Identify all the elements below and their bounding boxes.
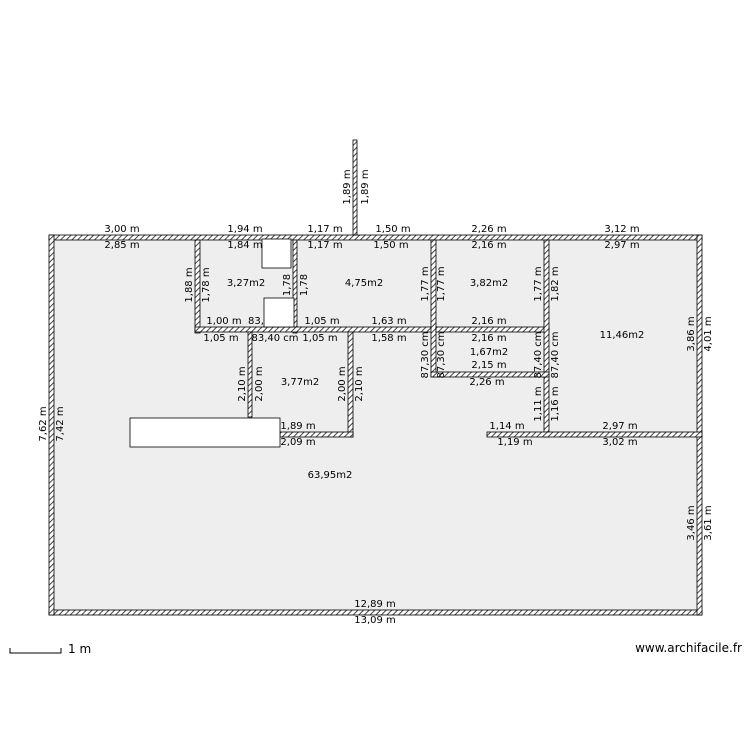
- wall-rooms-bottom: [194, 326, 438, 333]
- dim-right-bot-out: 3,61 m: [703, 505, 714, 540]
- dim-right-top-out: 4,01 m: [703, 316, 714, 351]
- dim-r1-left-in: 1,78 m: [201, 267, 212, 302]
- dim-bed-bottom-out2: 3,02 m: [602, 437, 637, 448]
- dim-cor-bottom-in: 1,89 m: [280, 421, 315, 432]
- wall-corridor-left: [247, 331, 253, 418]
- dim-top-seg3-out: 1,17 m: [307, 224, 342, 235]
- walls: [48, 139, 703, 616]
- wall-room1-left: [194, 239, 201, 334]
- area-room3: 3,82m2: [470, 278, 508, 289]
- dim-r1-right-b: 1,78: [299, 274, 310, 296]
- dim-r1-bottom-in: 1,00 m: [206, 316, 241, 327]
- dim-bed-bottom-in2: 2,97 m: [602, 421, 637, 432]
- dim-bottom-out: 13,09 m: [354, 615, 396, 626]
- scale-label: 1 m: [68, 642, 92, 656]
- dim-r2-right-b: 1,77 m: [436, 266, 447, 301]
- dim-r1-bottom-out: 1,05 m: [203, 333, 238, 344]
- dim-cor-right-a: 2,00 m: [337, 366, 348, 401]
- dim-83-40: 83,40 cm: [251, 333, 298, 344]
- dim-left-in: 7,42 m: [55, 406, 66, 441]
- dim-r2-bottom-in: 1,05 m: [304, 316, 339, 327]
- area-corridor: 3,77m2: [281, 377, 319, 388]
- dim-cor-left-b: 2,00 m: [254, 366, 265, 401]
- dim-r2-bottom-out2: 1,58 m: [371, 333, 406, 344]
- scale-bar: [9, 648, 62, 654]
- dim-small-bottom-in: 2,15 m: [471, 360, 506, 371]
- dim-r2-bottom-in2: 1,63 m: [371, 316, 406, 327]
- dim-right-bot-in: 3,46 m: [686, 505, 697, 540]
- dim-r2-bottom-out1: 1,05 m: [302, 333, 337, 344]
- dim-top-seg2-out: 1,94 m: [227, 224, 262, 235]
- wall-room3-right: [543, 239, 550, 438]
- dim-bed-bottom-out1: 1,19 m: [497, 437, 532, 448]
- area-small: 1,67m2: [470, 347, 508, 358]
- dim-r1-bottom-mid: 83,: [248, 316, 264, 327]
- dim-small-left-a: 87,30 cm: [420, 331, 431, 378]
- area-room1: 3,27m2: [227, 278, 265, 289]
- dim-top-seg1-in: 2,85 m: [104, 240, 139, 251]
- wall-room1-right: [292, 239, 298, 334]
- dim-r3-bottom: 2,16 m: [471, 316, 506, 327]
- dim-top-seg2-in: 1,84 m: [227, 240, 262, 251]
- dim-right-top-in: 3,86 m: [686, 316, 697, 351]
- dim-top-seg4-in: 1,50 m: [373, 240, 408, 251]
- dim-bed-bottom-in1: 1,14 m: [489, 421, 524, 432]
- dim-small-bottom-out: 2,26 m: [469, 377, 504, 388]
- area-bedroom: 11,46m2: [600, 330, 645, 341]
- fixture-box-upper: [261, 238, 292, 269]
- area-main: 63,95m2: [308, 470, 353, 481]
- wall-small-bottom: [430, 371, 550, 378]
- fixture-box-lower: [263, 297, 295, 328]
- dim-bed-left-a: 1,11 m: [533, 386, 544, 421]
- dim-r3-right-b: 1,82 m: [550, 266, 561, 301]
- dim-antenna-b: 1,89 m: [360, 169, 371, 204]
- dim-r3-right-a: 1,77 m: [533, 266, 544, 301]
- dim-top-seg5-in: 2,16 m: [471, 240, 506, 251]
- dim-cor-right-b: 2,10 m: [354, 366, 365, 401]
- wall-room3-bottom: [435, 326, 550, 333]
- dim-r1-left-out: 1,88 m: [184, 267, 195, 302]
- dim-r1-right-a: 1,78: [282, 274, 293, 296]
- dim-small-right-a: 87,40 cm: [533, 331, 544, 378]
- dim-r2-right-a: 1,77 m: [420, 266, 431, 301]
- dim-small-right-b: 87,40 cm: [550, 331, 561, 378]
- dim-top-seg6-out: 3,12 m: [604, 224, 639, 235]
- dim-small-top: 2,16 m: [471, 333, 506, 344]
- wall-bedroom-bottom: [486, 431, 703, 438]
- fixture-counter: [129, 417, 281, 448]
- dim-bottom-in: 12,89 m: [354, 599, 396, 610]
- dim-small-left-b: 87,30 cm: [436, 331, 447, 378]
- dim-cor-left-a: 2,10 m: [237, 366, 248, 401]
- wall-right: [696, 234, 703, 616]
- wall-left: [48, 234, 55, 616]
- dim-antenna-a: 1,89 m: [342, 169, 353, 204]
- wall-corridor-right: [347, 331, 354, 438]
- dim-top-seg5-out: 2,26 m: [471, 224, 506, 235]
- dim-top-seg4-out: 1,50 m: [375, 224, 410, 235]
- area-room2: 4,75m2: [345, 278, 383, 289]
- brand-watermark[interactable]: www.archifacile.fr: [635, 641, 742, 655]
- dim-top-seg3-in: 1,17 m: [307, 240, 342, 251]
- wall-antenna: [352, 139, 358, 236]
- dim-bed-left-b: 1,16 m: [550, 386, 561, 421]
- dim-left-out: 7,62 m: [38, 406, 49, 441]
- dim-top-seg1-out: 3,00 m: [104, 224, 139, 235]
- dim-cor-bottom-out: 2,09 m: [280, 437, 315, 448]
- dim-top-seg6-in: 2,97 m: [604, 240, 639, 251]
